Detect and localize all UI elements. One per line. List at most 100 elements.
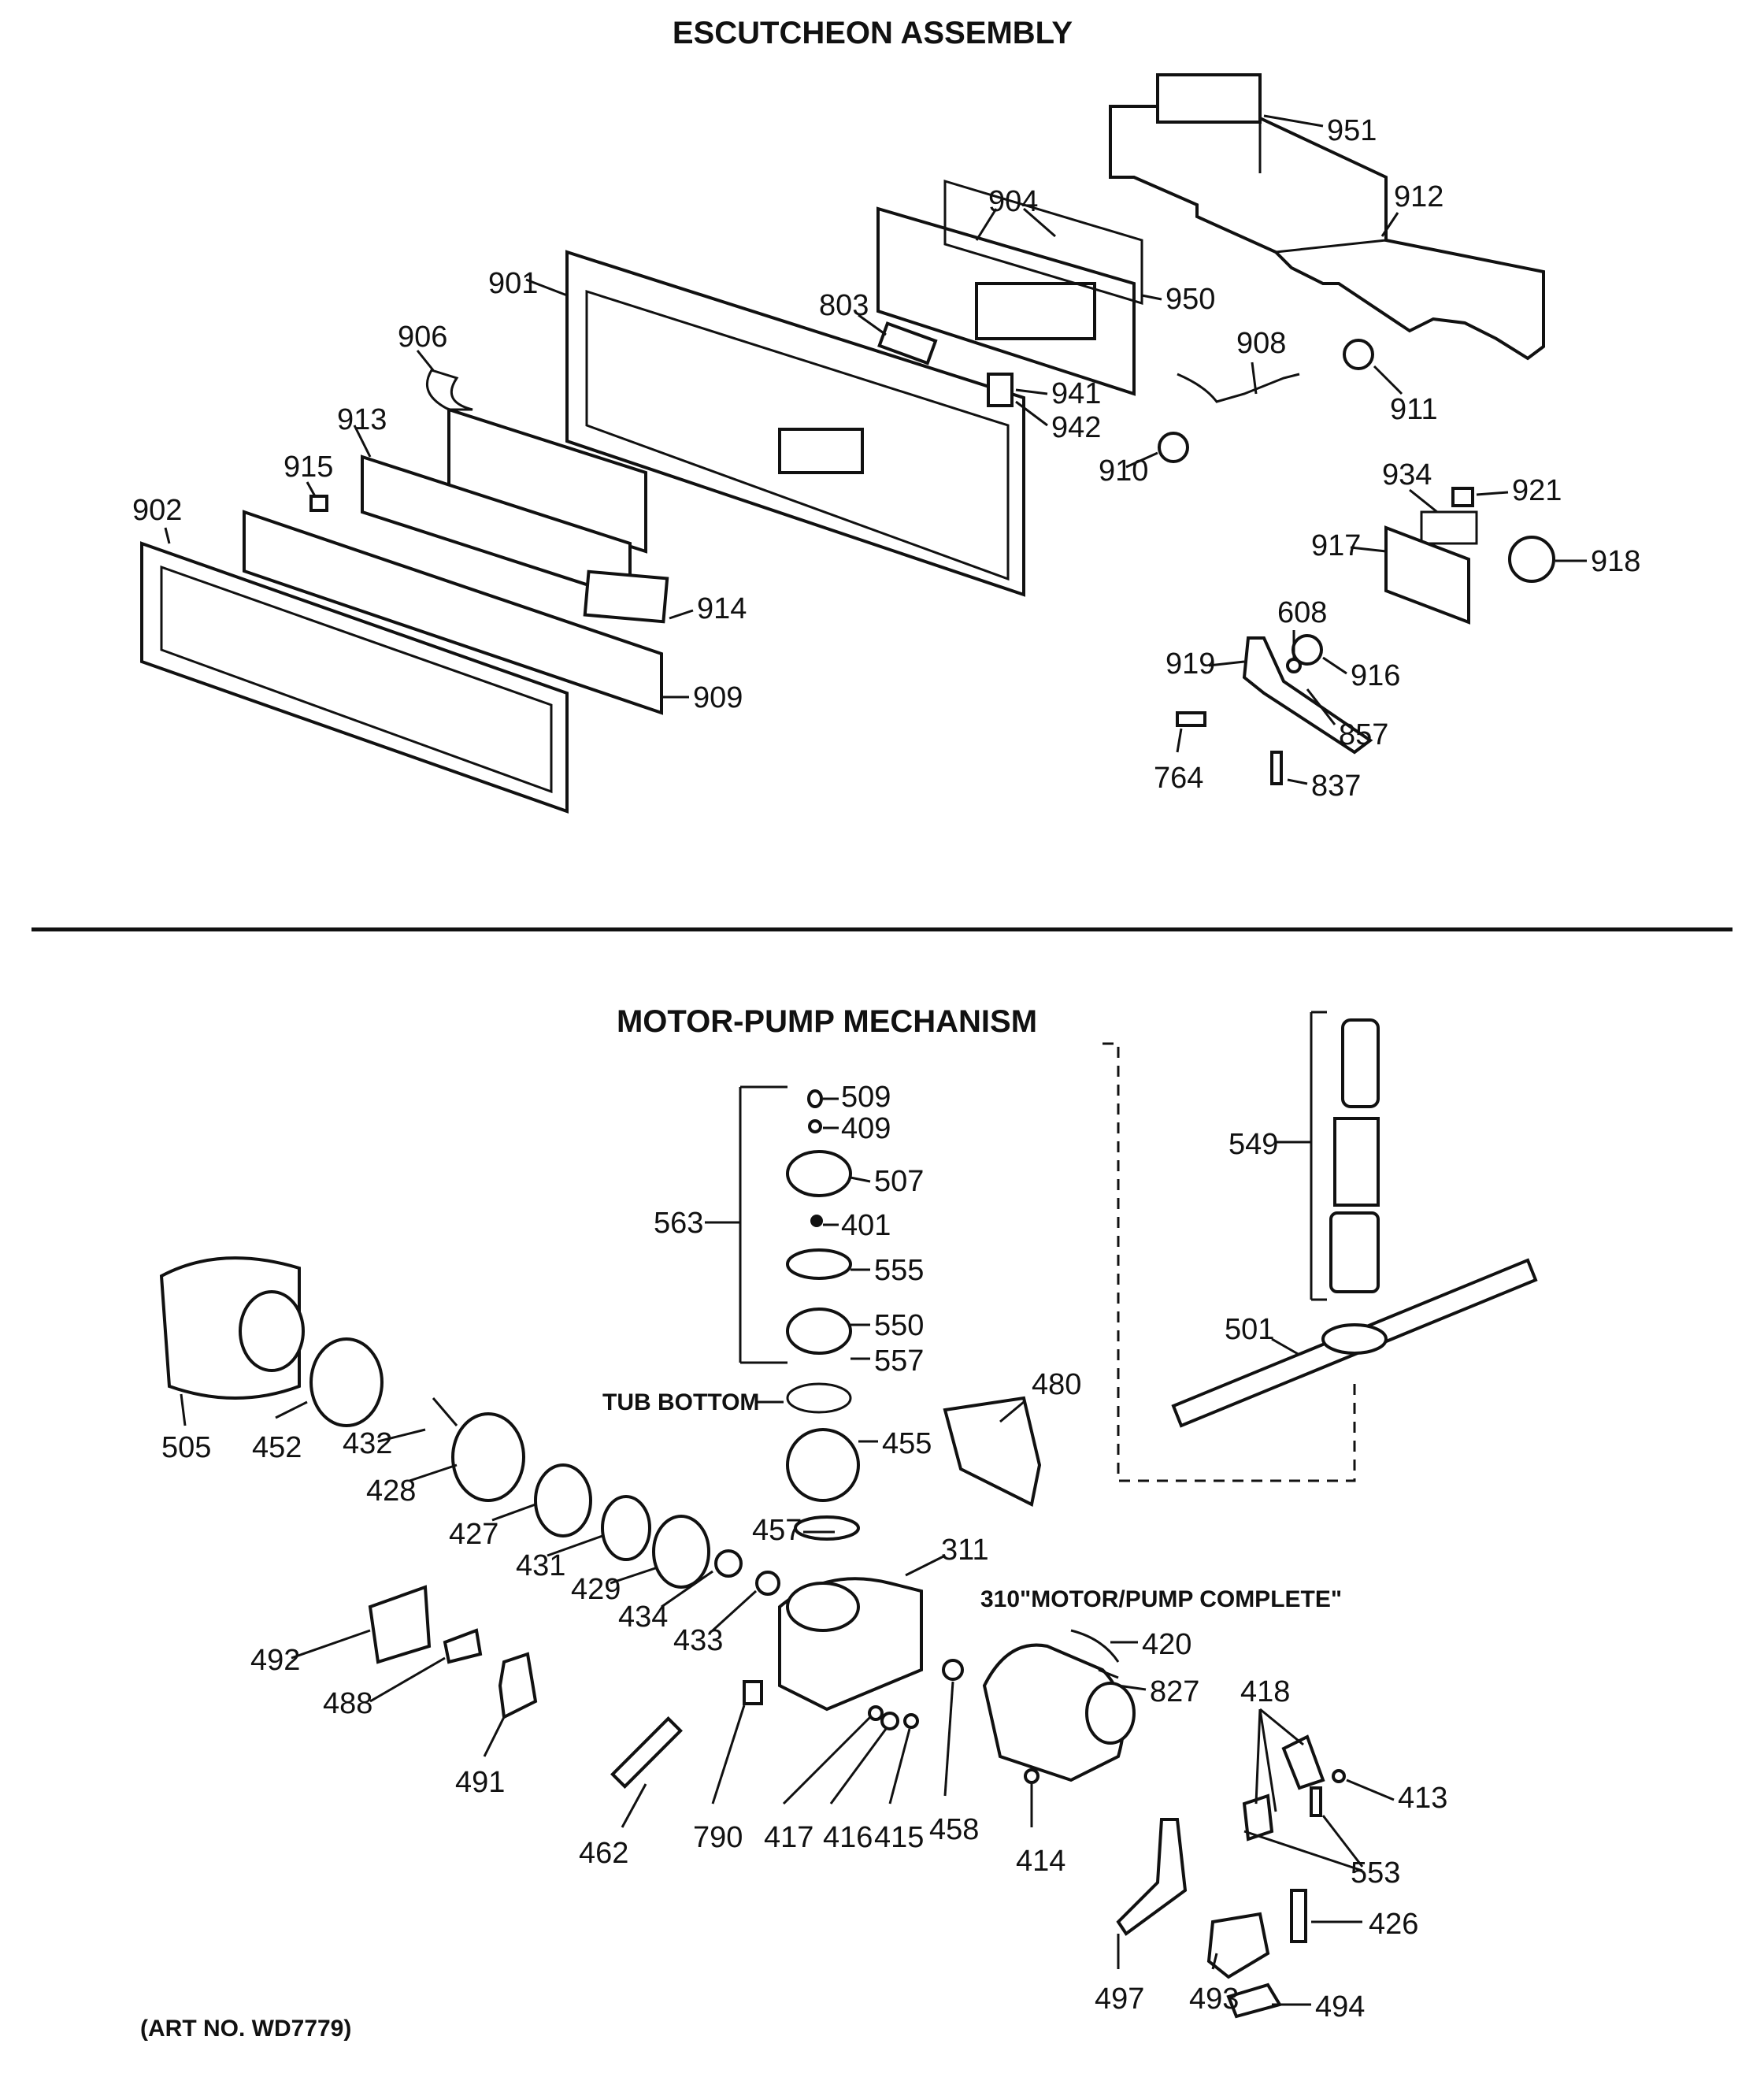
leader-lines	[164, 114, 1587, 2006]
label-tub-bottom: TUB BOTTOM	[602, 1389, 759, 1415]
label-553: 553	[1351, 1856, 1400, 1890]
part-790-drawing	[743, 1680, 763, 1705]
label-426: 426	[1369, 1908, 1418, 1941]
label-509: 509	[841, 1081, 891, 1114]
part-455-drawing	[786, 1428, 860, 1502]
label-915: 915	[284, 451, 333, 484]
tube-549-top	[1341, 1018, 1380, 1108]
part-505-port	[239, 1290, 305, 1372]
part-413-drawing	[1332, 1769, 1346, 1783]
label-803: 803	[819, 289, 869, 322]
label-942: 942	[1051, 411, 1101, 444]
label-417: 417	[764, 1821, 813, 1854]
label-901: 901	[488, 267, 538, 300]
pin-764-drawing	[1176, 711, 1206, 727]
label-917: 917	[1311, 529, 1361, 562]
label-919: 919	[1166, 647, 1215, 681]
label-458: 458	[929, 1813, 979, 1846]
label-409: 409	[841, 1112, 891, 1145]
part-608-drawing	[1286, 658, 1302, 673]
label-429: 429	[571, 1573, 621, 1606]
label-550: 550	[874, 1309, 924, 1342]
part-951-drawing	[1156, 73, 1262, 124]
label-950: 950	[1166, 283, 1215, 316]
screw-414-drawing	[1024, 1768, 1040, 1784]
bracket-497-drawing	[1116, 1818, 1188, 1936]
part-428-drawing	[451, 1412, 525, 1502]
part-480-drawing	[943, 1396, 1042, 1507]
label-549: 549	[1228, 1128, 1278, 1161]
harness-908-drawing	[1177, 373, 1300, 403]
label-494: 494	[1315, 1990, 1365, 2023]
part-415-drawing	[903, 1713, 919, 1729]
clamp-457-drawing	[794, 1515, 860, 1541]
tube-549-bottom	[1329, 1211, 1380, 1293]
label-904: 904	[988, 185, 1038, 218]
screw-827-drawing	[1098, 1668, 1119, 1679]
label-934: 934	[1382, 458, 1432, 491]
art-number: (ART NO. WD7779)	[140, 2016, 351, 2042]
label-563: 563	[654, 1207, 703, 1240]
label-909: 909	[693, 681, 743, 714]
part-910-drawing	[1158, 432, 1189, 463]
faceplate-909-drawing	[243, 510, 663, 715]
label-790: 790	[693, 1821, 743, 1854]
part-914-drawing	[583, 569, 669, 624]
tube-549-mid	[1333, 1117, 1380, 1207]
dashed-enclosure	[1102, 1042, 1356, 1482]
label-414: 414	[1016, 1845, 1065, 1878]
label-420: 420	[1142, 1628, 1191, 1661]
spring-837-drawing	[1270, 751, 1283, 785]
label-555: 555	[874, 1254, 924, 1287]
part-934-drawing	[1420, 510, 1478, 545]
hose-462-drawing	[610, 1716, 683, 1789]
part-492-drawing	[368, 1585, 432, 1664]
label-911: 911	[1390, 393, 1438, 426]
part-426-drawing	[1290, 1889, 1307, 1943]
label-488: 488	[323, 1687, 372, 1720]
switch-488-drawing	[443, 1628, 483, 1664]
part-434-drawing	[714, 1549, 743, 1578]
label-764: 764	[1154, 762, 1203, 795]
motor-918-drawing	[1508, 536, 1555, 583]
label-837: 837	[1311, 770, 1361, 803]
motor-pump-mechanism-title: MOTOR-PUMP MECHANISM	[617, 1004, 1037, 1039]
label-455: 455	[882, 1427, 932, 1460]
label-557: 557	[874, 1345, 924, 1378]
part-553-drawing	[1242, 1793, 1274, 1842]
spring-553-drawing	[1310, 1786, 1322, 1817]
ring-431-drawing	[601, 1495, 651, 1561]
clamp-452-drawing	[309, 1337, 384, 1427]
label-416: 416	[823, 1821, 873, 1854]
impeller-429-drawing	[652, 1515, 710, 1589]
label-914: 914	[697, 592, 747, 625]
label-491: 491	[455, 1766, 505, 1799]
ribbon-906-drawing	[425, 369, 473, 411]
label-910: 910	[1099, 454, 1148, 488]
screw-509-drawing	[807, 1089, 823, 1108]
label-913: 913	[337, 403, 387, 436]
part-911-drawing	[1343, 339, 1374, 370]
label-492: 492	[250, 1644, 300, 1677]
label-434: 434	[618, 1601, 668, 1634]
part-458-drawing	[942, 1659, 964, 1681]
board-relay	[975, 282, 1096, 340]
label-311: 311	[941, 1534, 989, 1567]
label-415: 415	[874, 1821, 924, 1854]
label-507: 507	[874, 1165, 924, 1198]
label-427: 427	[449, 1518, 498, 1551]
washer-409-drawing	[808, 1119, 822, 1133]
label-941: 941	[1051, 377, 1101, 410]
bracket-491-drawing	[498, 1652, 538, 1720]
tub-bottom-ring	[786, 1382, 852, 1414]
part-550-drawing	[786, 1308, 852, 1355]
part-401-drawing	[810, 1215, 823, 1227]
label-457: 457	[752, 1514, 802, 1547]
part-941-drawing	[987, 373, 1014, 407]
label-906: 906	[398, 321, 447, 354]
label-413: 413	[1398, 1782, 1447, 1815]
motor-pump-drawings	[159, 1011, 1538, 2019]
motor-pump-labels: 509 409 507 563 401 555 549 550 557 501 …	[161, 1081, 1447, 2023]
